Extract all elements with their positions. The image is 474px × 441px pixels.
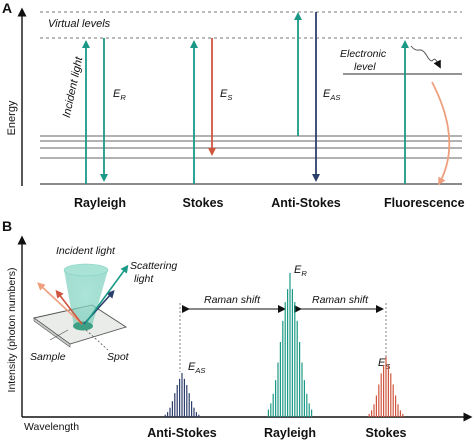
laser-spot <box>73 321 93 331</box>
non-radiative-relaxation-wave <box>410 45 441 69</box>
process-label-rayleigh: Rayleigh <box>74 196 126 210</box>
panel-a-label: A <box>2 0 12 16</box>
process-label-anti-stokes: Anti-Stokes <box>271 196 341 210</box>
process-label-fluorescence: Fluorescence <box>384 196 465 210</box>
fluorescence-emission-arrow <box>431 81 451 186</box>
process-label-stokes: Stokes <box>183 196 224 210</box>
incident-light-label-b: Incident light <box>56 245 116 257</box>
peak-energy-label-anti-stokes: EAS <box>188 361 205 375</box>
spectral-lines-stokes <box>368 357 404 417</box>
energy-label-stokes: ES <box>220 88 232 102</box>
raman-shift-label-right: Raman shift <box>312 294 369 306</box>
incident-light-label-a: Incident light <box>61 55 86 119</box>
spot-pointer <box>85 329 109 351</box>
peak-energy-label-rayleigh: ER <box>294 264 307 278</box>
scattering-light-label-line2: light <box>134 273 154 285</box>
wavelength-axis-label: Wavelength <box>24 421 79 433</box>
energy-axis-label: Energy <box>6 100 18 135</box>
virtual-levels-label: Virtual levels <box>48 18 111 30</box>
scattered-ray-rayleigh <box>84 264 129 325</box>
scattering-light-label-line1: Scattering <box>130 260 177 272</box>
energy-label-anti-stokes: EAS <box>323 88 340 102</box>
spectral-lines-rayleigh <box>267 273 313 417</box>
panel-b-label: B <box>2 218 12 234</box>
peak-name-anti-stokes: Anti-Stokes <box>147 426 217 440</box>
raman-shift-label-left: Raman shift <box>204 294 261 306</box>
sample-label: Sample <box>30 351 66 363</box>
sample-pointer <box>49 329 69 341</box>
peak-name-stokes: Stokes <box>366 426 407 440</box>
peak-name-rayleigh: Rayleigh <box>264 426 316 440</box>
energy-label-rayleigh: ER <box>113 88 126 102</box>
electronic-level-label-line1: Electronic <box>340 48 387 60</box>
intensity-axis-label: Intensity (photon numbers) <box>6 268 18 393</box>
incident-light-cone-top <box>63 263 109 277</box>
scattered-ray-fluorescence <box>37 282 83 325</box>
scattered-ray-stokes <box>55 289 83 325</box>
electronic-level-label-line2: level <box>354 61 376 73</box>
scattering-inset <box>32 263 129 351</box>
spot-label: Spot <box>107 351 130 363</box>
spectral-lines-anti-stokes <box>164 373 200 417</box>
